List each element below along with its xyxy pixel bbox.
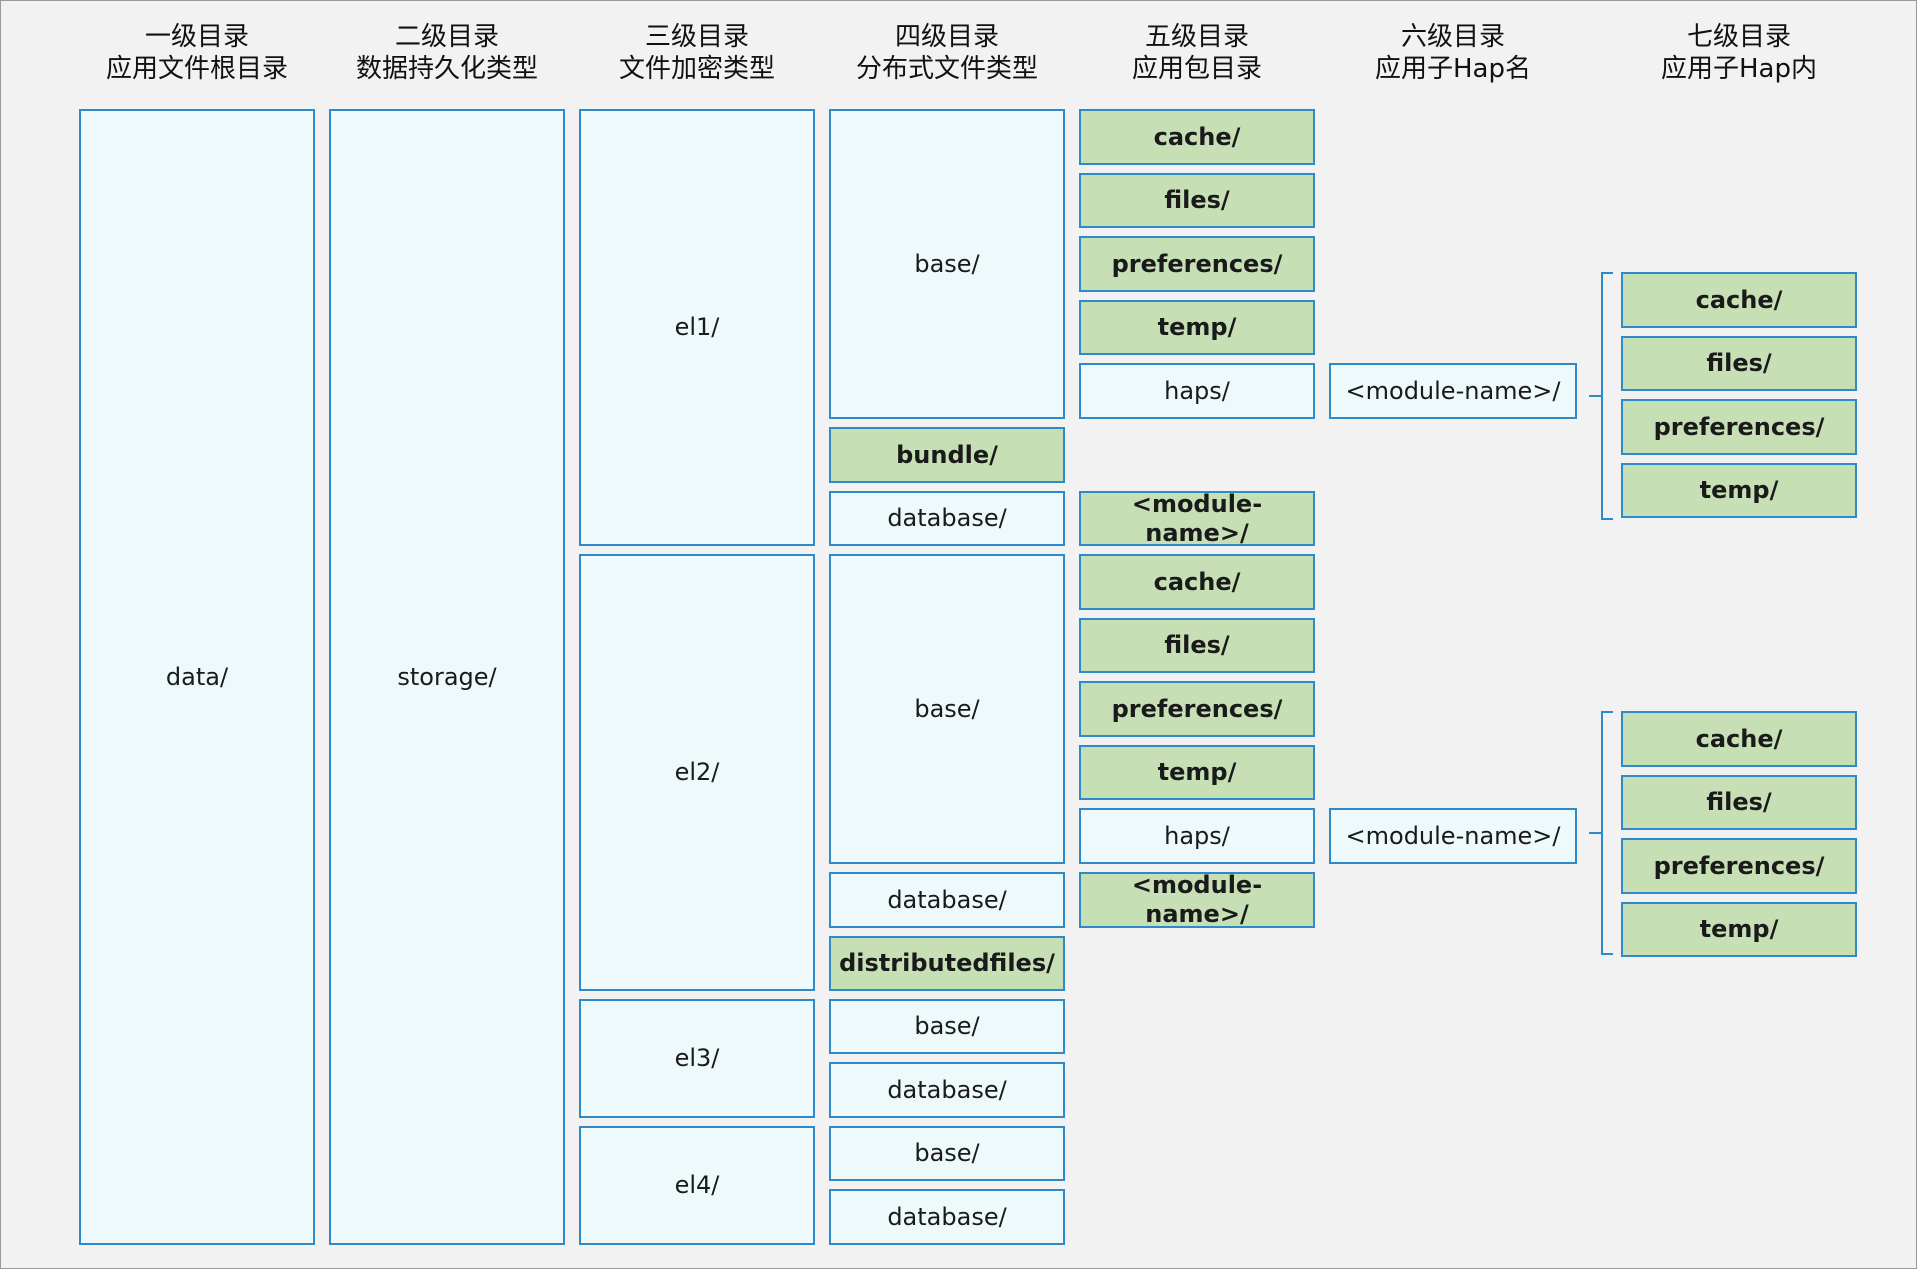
dir-storage: storage/ bbox=[329, 109, 565, 1245]
dir-el1-hap-temp: temp/ bbox=[1621, 463, 1857, 518]
header-level7-title: 七级目录 bbox=[1686, 22, 1791, 52]
header-level5-title: 五级目录 bbox=[1144, 22, 1249, 52]
header-level2-subtitle: 数据持久化类型 bbox=[355, 54, 538, 84]
dir-el1-haps: haps/ bbox=[1079, 363, 1315, 419]
header-level1: 一级目录 应用文件根目录 bbox=[79, 21, 315, 85]
header-level4-subtitle: 分布式文件类型 bbox=[855, 54, 1038, 84]
header-level5-subtitle: 应用包目录 bbox=[1131, 54, 1262, 84]
dir-el2-hap-preferences: preferences/ bbox=[1621, 838, 1857, 894]
header-level6-subtitle: 应用子Hap名 bbox=[1375, 54, 1531, 84]
dir-el3: el3/ bbox=[579, 999, 815, 1118]
dir-el1-hap-files: files/ bbox=[1621, 336, 1857, 391]
dir-el4: el4/ bbox=[579, 1126, 815, 1245]
dir-el1-hap-cache: cache/ bbox=[1621, 272, 1857, 328]
dir-el2-base: base/ bbox=[829, 554, 1065, 864]
header-level6: 六级目录 应用子Hap名 bbox=[1329, 21, 1577, 85]
dir-el1-base: base/ bbox=[829, 109, 1065, 419]
dir-el2-hap-cache: cache/ bbox=[1621, 711, 1857, 767]
dir-el2-haps: haps/ bbox=[1079, 808, 1315, 864]
header-level3: 三级目录 文件加密类型 bbox=[579, 21, 815, 85]
header-level5: 五级目录 应用包目录 bbox=[1079, 21, 1315, 85]
header-level7: 七级目录 应用子Hap内 bbox=[1621, 21, 1857, 85]
header-level4: 四级目录 分布式文件类型 bbox=[829, 21, 1065, 85]
dir-el2-temp: temp/ bbox=[1079, 745, 1315, 800]
dir-el1-database: database/ bbox=[829, 491, 1065, 546]
dir-el1-cache: cache/ bbox=[1079, 109, 1315, 165]
dir-el1-hap-module-name: <module-name>/ bbox=[1329, 363, 1577, 419]
dir-el4-base: base/ bbox=[829, 1126, 1065, 1181]
dir-el2-hap-module-name: <module-name>/ bbox=[1329, 808, 1577, 864]
header-level2: 二级目录 数据持久化类型 bbox=[329, 21, 565, 85]
dir-el1-preferences: preferences/ bbox=[1079, 236, 1315, 292]
dir-el2-preferences: preferences/ bbox=[1079, 681, 1315, 737]
dir-el2: el2/ bbox=[579, 554, 815, 991]
dir-el2-hap-temp: temp/ bbox=[1621, 902, 1857, 957]
dir-el2-hap-files: files/ bbox=[1621, 775, 1857, 830]
header-level6-title: 六级目录 bbox=[1400, 22, 1505, 52]
dir-el1-bundle: bundle/ bbox=[829, 427, 1065, 483]
dir-data: data/ bbox=[79, 109, 315, 1245]
dir-el1-temp: temp/ bbox=[1079, 300, 1315, 355]
dir-el2-cache: cache/ bbox=[1079, 554, 1315, 610]
header-level4-title: 四级目录 bbox=[894, 22, 999, 52]
header-level3-title: 三级目录 bbox=[644, 22, 749, 52]
dir-el2-files: files/ bbox=[1079, 618, 1315, 673]
header-level3-subtitle: 文件加密类型 bbox=[618, 54, 775, 84]
header-level2-title: 二级目录 bbox=[394, 22, 499, 52]
dir-el3-database: database/ bbox=[829, 1062, 1065, 1118]
dir-el1-files: files/ bbox=[1079, 173, 1315, 228]
header-level1-subtitle: 应用文件根目录 bbox=[105, 54, 288, 84]
dir-el2-distributedfiles: distributedfiles/ bbox=[829, 936, 1065, 991]
header-level1-title: 一级目录 bbox=[144, 22, 249, 52]
dir-el2-database-module-name: <module- name>/ bbox=[1079, 871, 1315, 928]
dir-el4-database: database/ bbox=[829, 1189, 1065, 1245]
dir-el2-database: database/ bbox=[829, 872, 1065, 928]
dir-el1-hap-preferences: preferences/ bbox=[1621, 399, 1857, 455]
bracket-el1-hap bbox=[1589, 272, 1613, 520]
bracket-el2-hap bbox=[1589, 711, 1613, 955]
dir-el1-database-module-name: <module- name>/ bbox=[1079, 490, 1315, 547]
dir-el1: el1/ bbox=[579, 109, 815, 546]
dir-el3-base: base/ bbox=[829, 999, 1065, 1054]
header-level7-subtitle: 应用子Hap内 bbox=[1661, 54, 1817, 84]
